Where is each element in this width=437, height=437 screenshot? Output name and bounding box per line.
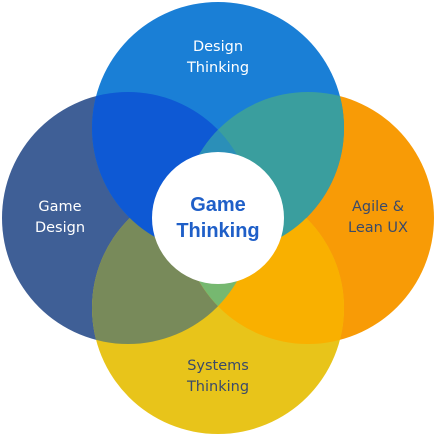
center-label-line2: Thinking [176,220,260,242]
label-design-thinking-line1: Design [192,39,244,55]
center-label-game-thinking: Game Thinking [153,192,283,244]
label-agile-line1: Agile & [351,199,405,215]
label-systems-thinking: Systems Thinking [158,356,278,398]
label-design-thinking-line2: Thinking [186,60,250,76]
center-label-line1: Game [190,194,246,216]
label-agile-line2: Lean UX [348,220,408,236]
label-systems-thinking-line1: Systems [187,358,249,374]
label-game-design-line1: Game [38,199,82,215]
label-design-thinking: Design Thinking [158,37,278,79]
label-systems-thinking-line2: Thinking [186,379,250,395]
label-agile-lean-ux: Agile & Lean UX [318,197,437,239]
label-game-design-line2: Design [34,220,86,236]
label-game-design: Game Design [0,197,120,239]
center-disc [152,152,284,284]
